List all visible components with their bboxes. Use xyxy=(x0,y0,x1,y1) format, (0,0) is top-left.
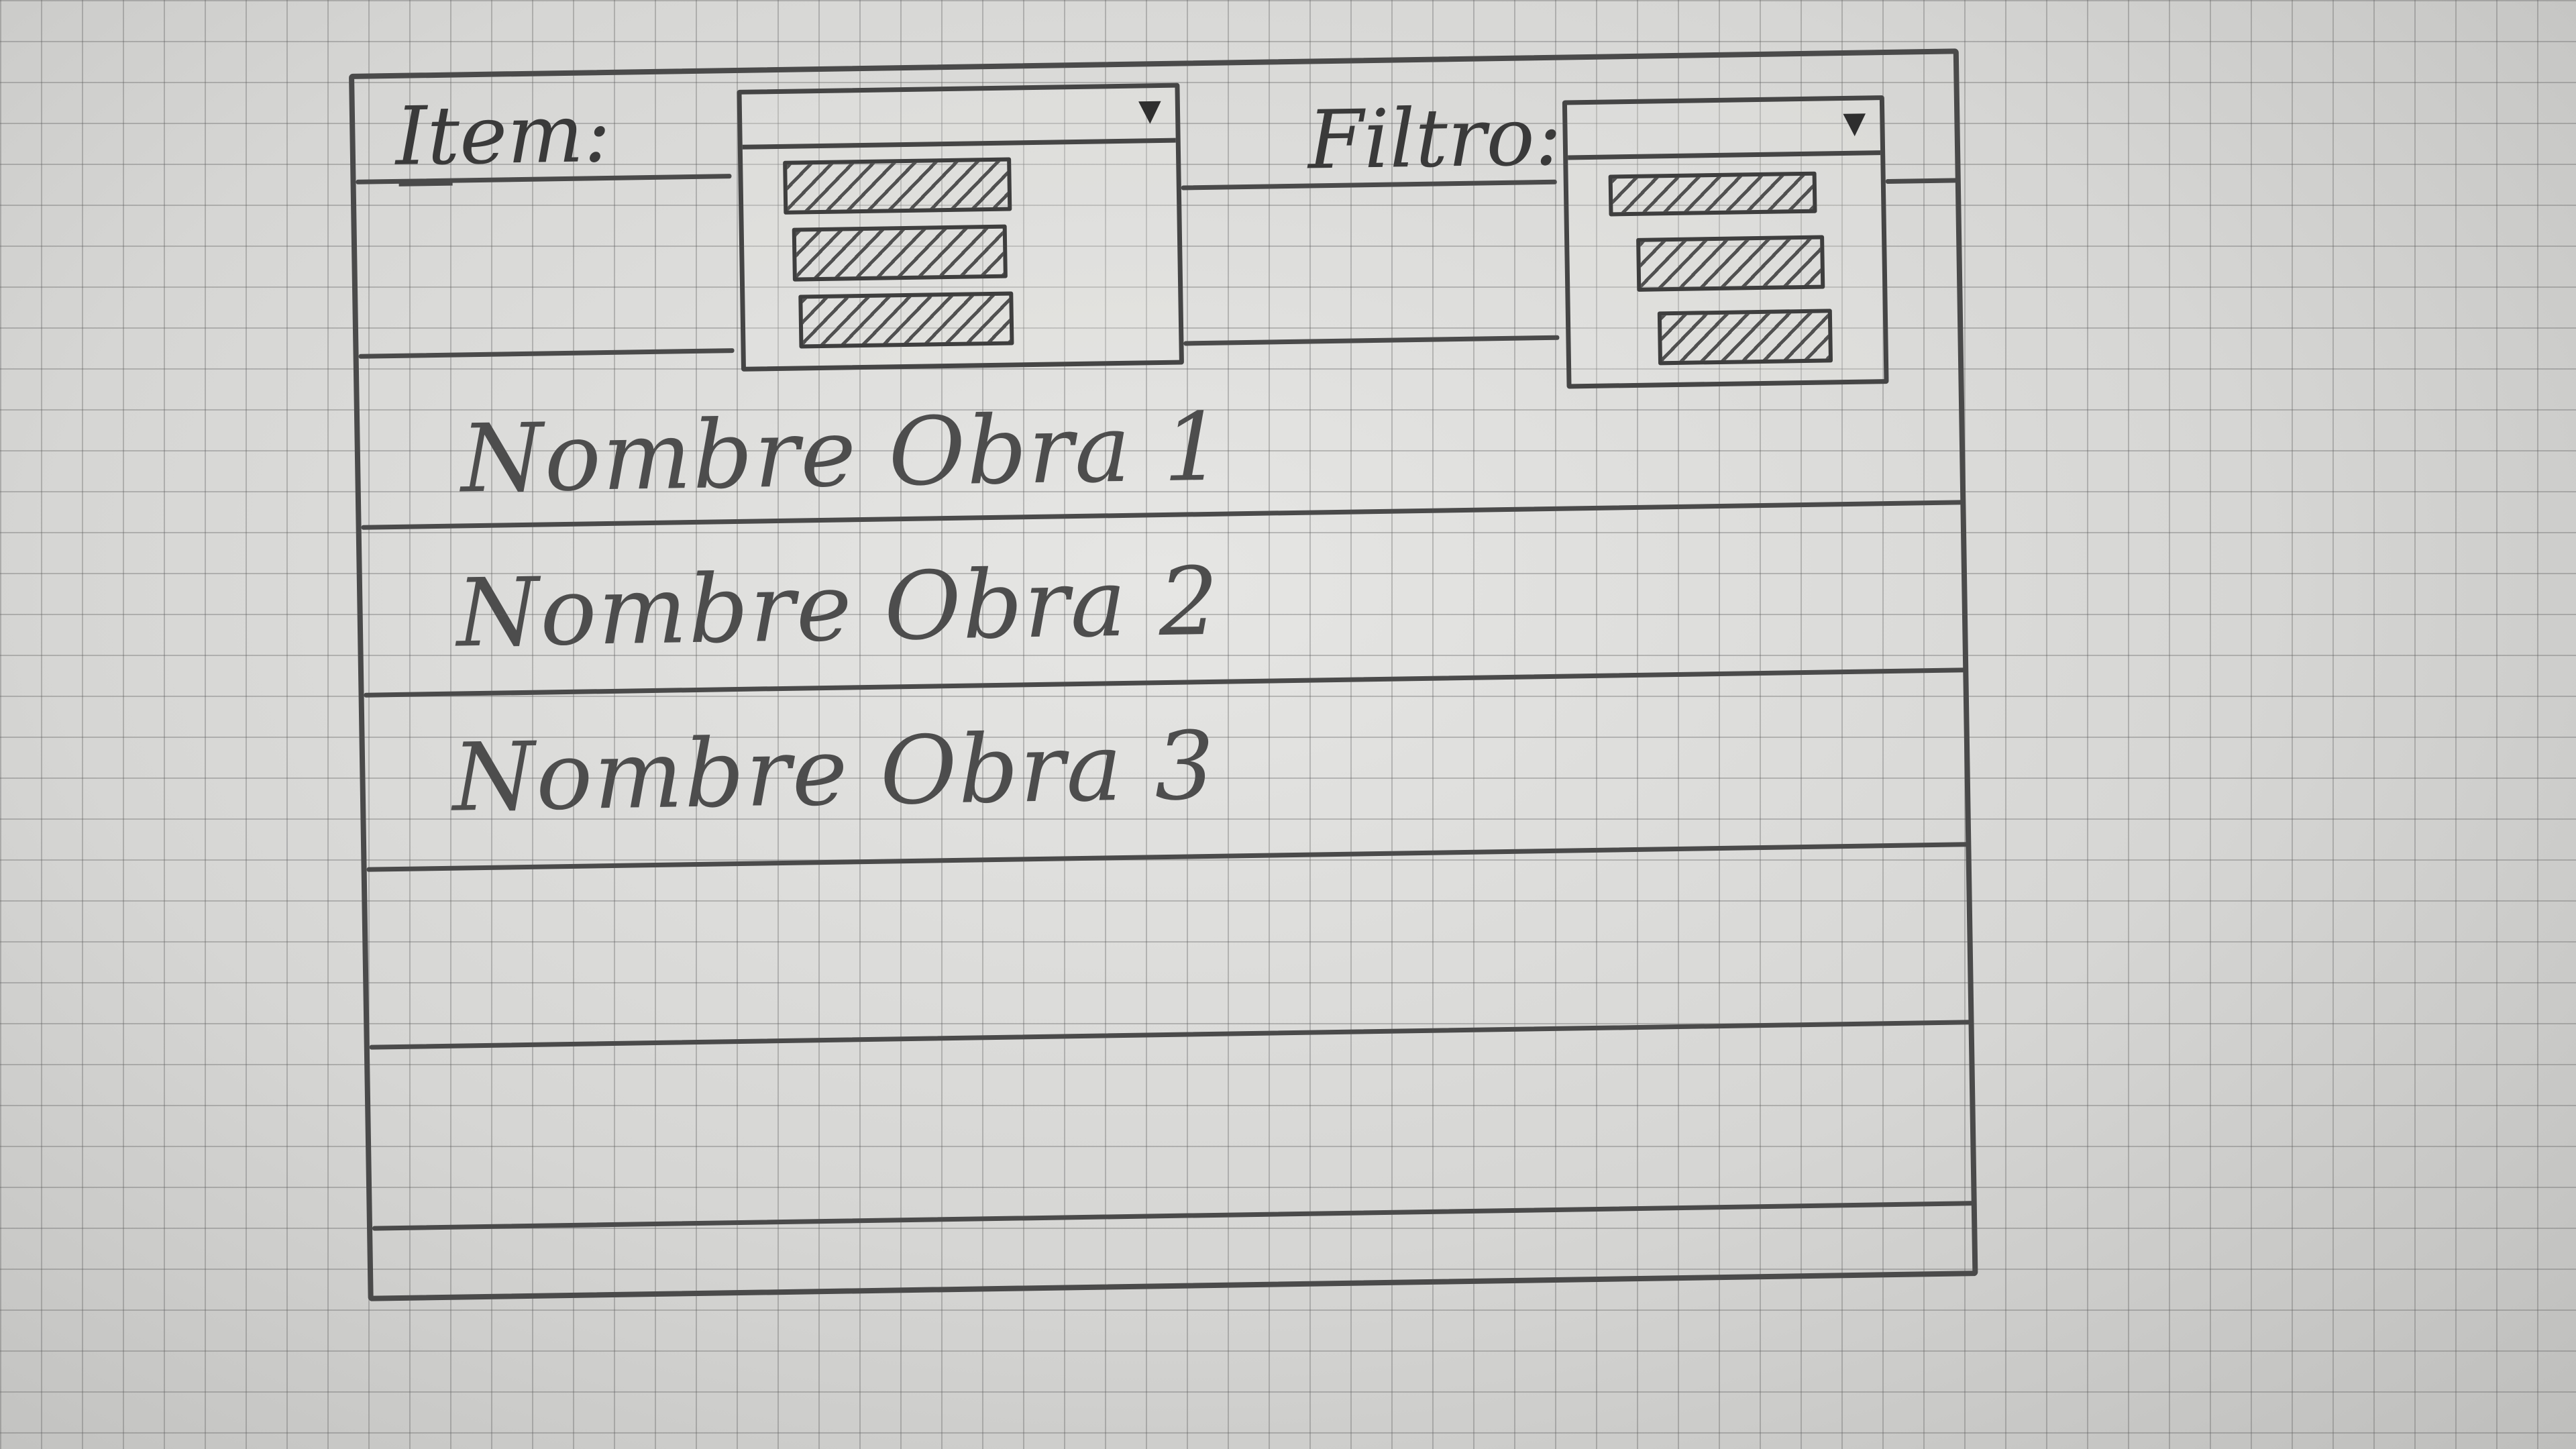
list-item[interactable]: Nombre Obra 2 xyxy=(455,547,1221,669)
header-bottom-line-left xyxy=(358,348,735,359)
header-bottom-line-middle xyxy=(1183,335,1560,346)
filter-dropdown-option[interactable] xyxy=(1608,171,1817,217)
item-label: Item: xyxy=(394,87,612,184)
item-dropdown-option[interactable] xyxy=(798,291,1014,349)
app-window-sketch: Item: Filtro: ▼ ▼ Nombre Obra 1 Nombre O… xyxy=(349,48,1978,1301)
filter-dropdown-option[interactable] xyxy=(1657,309,1833,366)
filter-dropdown-option[interactable] xyxy=(1636,235,1825,292)
row-divider xyxy=(369,1020,1973,1050)
chevron-down-icon[interactable]: ▼ xyxy=(1138,93,1162,128)
list-item[interactable]: Nombre Obra 3 xyxy=(451,711,1217,833)
row-divider xyxy=(372,1201,1976,1231)
item-dropdown-option[interactable] xyxy=(783,157,1012,215)
list-item[interactable]: Nombre Obra 1 xyxy=(460,392,1225,515)
item-dropdown[interactable]: ▼ xyxy=(737,83,1184,372)
filter-dropdown-select[interactable]: ▼ xyxy=(1566,100,1881,160)
row-divider xyxy=(364,667,1968,698)
row-divider xyxy=(366,842,1970,872)
header-line-right xyxy=(1885,178,1960,184)
filter-label: Filtro: xyxy=(1307,90,1563,188)
item-dropdown-select[interactable]: ▼ xyxy=(741,87,1176,150)
chevron-down-icon[interactable]: ▼ xyxy=(1843,105,1866,141)
filter-dropdown[interactable]: ▼ xyxy=(1562,95,1889,389)
item-dropdown-option[interactable] xyxy=(792,224,1008,282)
